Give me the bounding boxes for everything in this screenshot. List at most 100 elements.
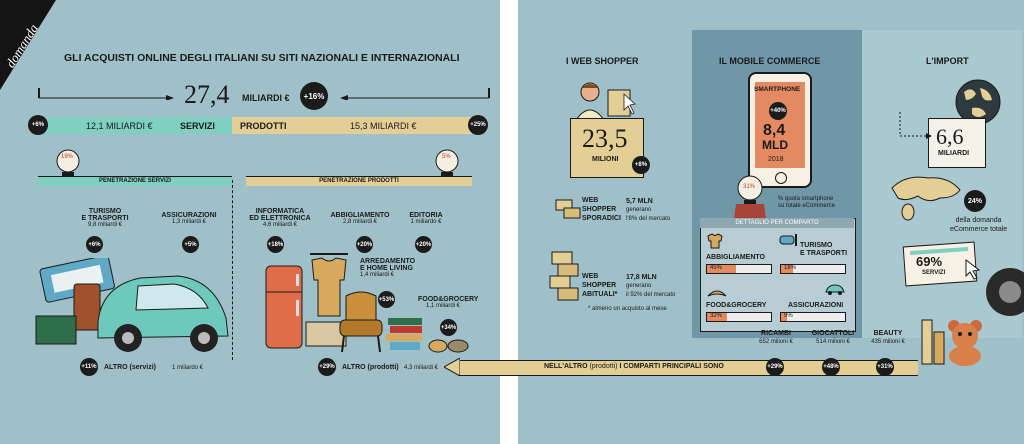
prodotti-value: 15,3 MILIARDI € [350, 121, 417, 131]
ribbon-item-beauty: BEAUTY 435 milioni € [858, 330, 918, 346]
detail-value-food: 32% [710, 313, 723, 319]
electronics-illustration [265, 265, 347, 349]
category-name-2: E HOME LIVING [360, 265, 413, 272]
category-name: INFORMATICA [255, 208, 305, 215]
total-value: 27,4 [184, 80, 230, 109]
detail-item-turismo-1: TURISMO [800, 242, 833, 249]
ribbon-item-name: RICAMBI [761, 330, 791, 337]
detail-fill [707, 313, 728, 321]
category-value: 2,8 miliardi € [342, 219, 377, 225]
category-value: 1,3 miliardi € [171, 219, 206, 225]
abituali-value: 17,8 MLN [626, 274, 657, 281]
grocery-illustration [428, 339, 469, 353]
left-page: domanda GLI ACQUISTI ONLINE DEGLI ITALIA… [0, 0, 500, 444]
category-editoria: EDITORIA 1 miliardo € [398, 212, 454, 225]
category-name: TURISMO [88, 208, 122, 215]
servizi-penetration-value: 19% [61, 154, 74, 160]
page-title: GLI ACQUISTI ONLINE DEGLI ITALIANI SU SI… [64, 52, 460, 64]
category-value: 1,4 miliardi € [360, 272, 395, 278]
smartphone-button [775, 172, 787, 184]
total-growth-badge: +16% [300, 82, 328, 110]
sporadici-value: 5,7 MLN [626, 198, 653, 205]
cursor-icon [965, 258, 981, 280]
abituali-share: il 92% del mercato [626, 292, 676, 298]
servizi-value: 12,1 MILIARDI € [86, 121, 153, 131]
abituali-label: WEB SHOPPER ABITUALI* [582, 272, 617, 299]
category-food: FOOD&GROCERY 1,1 miliardi € [418, 296, 488, 309]
detail-item-food: FOOD&GROCERY [706, 302, 767, 309]
clothing-illustration [310, 253, 348, 317]
snorkel-icon [779, 234, 797, 246]
import-note: della domanda eCommerce totale [950, 216, 1007, 234]
ribbon-text-b: (prodotti) [589, 363, 618, 370]
domanda-tab: domanda [0, 0, 56, 90]
sporadici-label: WEB SHOPPER SPORADICI [582, 196, 621, 223]
mobile-value: 8,4 [763, 122, 786, 139]
import-share: 24% [964, 190, 986, 212]
altro-servizi-label: ALTRO (servizi) [104, 364, 156, 371]
ribbon-item-value: 652 milioni € [759, 339, 793, 345]
armchair-illustration [339, 291, 383, 353]
prodotti-label: PRODOTTI [240, 121, 287, 131]
mobile-share-note-1: % quota smartphone [778, 196, 834, 202]
right-page: I WEB SHOPPER 23,5 MILIONI +8% WEB SHOPP… [444, 0, 1024, 444]
bottom-ribbon [458, 360, 918, 376]
shopper-illustration [575, 82, 636, 120]
smartphone-screen [755, 82, 805, 168]
informatica-growth: +18% [267, 236, 284, 253]
ribbon-item-name: BEAUTY [873, 330, 903, 337]
mobile-year: 2018 [768, 156, 784, 163]
arredamento-growth: +53% [378, 291, 395, 308]
mobile-gauge [734, 175, 766, 218]
category-abbigliamento: ABBIGLIAMENTO 2,8 miliardi € [328, 212, 392, 225]
web-shopper-box [570, 118, 644, 178]
detail-value-turismo: 18% [784, 265, 797, 271]
abituali-label-1: WEB [582, 273, 599, 280]
detail-item-turismo: TURISMO E TRASPORTI [800, 242, 847, 258]
category-assicurazioni: ASSICURAZIONI 1,3 miliardi € [156, 212, 222, 225]
ribbon-item-giocattoli: GIOCATTOLI 514 milioni € [802, 330, 864, 346]
import-box [928, 118, 986, 168]
mobile-share-note: % quota smartphone su totale eCommerce [778, 196, 835, 210]
ricambi-growth: +29% [766, 358, 784, 376]
small-car-icon [825, 284, 845, 295]
category-name: ARREDAMENTO [360, 258, 416, 265]
smartphone-illustration [748, 72, 812, 188]
category-informatica: INFORMATICA ED ELETTRONICA 4,6 miliardi … [244, 208, 316, 228]
detail-value-abbigliamento: 45% [710, 265, 723, 271]
ribbon-item-value: 435 milioni € [871, 339, 905, 345]
ribbon-item-ricambi: RICAMBI 652 milioni € [746, 330, 806, 346]
total-bracket [38, 86, 490, 101]
sporadici-label-1: WEB [582, 197, 599, 204]
beauty-growth: +31% [876, 358, 894, 376]
assicurazioni-growth: +5% [182, 236, 199, 253]
web-footnote: * almeno un acquisto al mese [588, 306, 667, 312]
ribbon-text-c: I COMPARTI PRINCIPALI SONO [619, 363, 724, 370]
web-shopper-value: 23,5 [582, 124, 628, 153]
car-illustration [35, 258, 229, 352]
import-note-1: della domanda [955, 217, 1002, 224]
category-name: FOOD&GROCERY [418, 296, 479, 303]
detail-bar-food [706, 312, 772, 322]
prodotti-bar [232, 117, 472, 134]
sporadici-sub: generano [626, 207, 652, 213]
altro-servizi-value: 1 miliardo € [172, 365, 204, 371]
import-title: L'IMPORT [926, 56, 969, 66]
altro-prodotti-growth: +29% [318, 358, 336, 376]
croissant-icon [707, 290, 727, 297]
detail-bar-abbigliamento [706, 264, 772, 274]
smartphone-label: SMARTPHONE [754, 86, 801, 93]
food-growth: +34% [440, 319, 457, 336]
detail-fill [707, 265, 736, 273]
mobile-share-note-2: su totale eCommerce [778, 203, 836, 209]
category-value: 1 miliardo € [410, 219, 442, 225]
ribbon-text-a: NELL'ALTRO [544, 363, 588, 370]
detail-bar-assicurazioni [780, 312, 846, 322]
tire-icon [986, 268, 1024, 316]
mobile-unit: MLD [762, 138, 788, 152]
tab-triangle [0, 0, 56, 90]
sporadici-stats: 5,7 MLN generano l'8% del mercato [626, 197, 670, 224]
italy-map-icon [891, 176, 961, 221]
abituali-label-2: SHOPPER [582, 282, 617, 289]
boxes-small-illustration [555, 199, 581, 219]
